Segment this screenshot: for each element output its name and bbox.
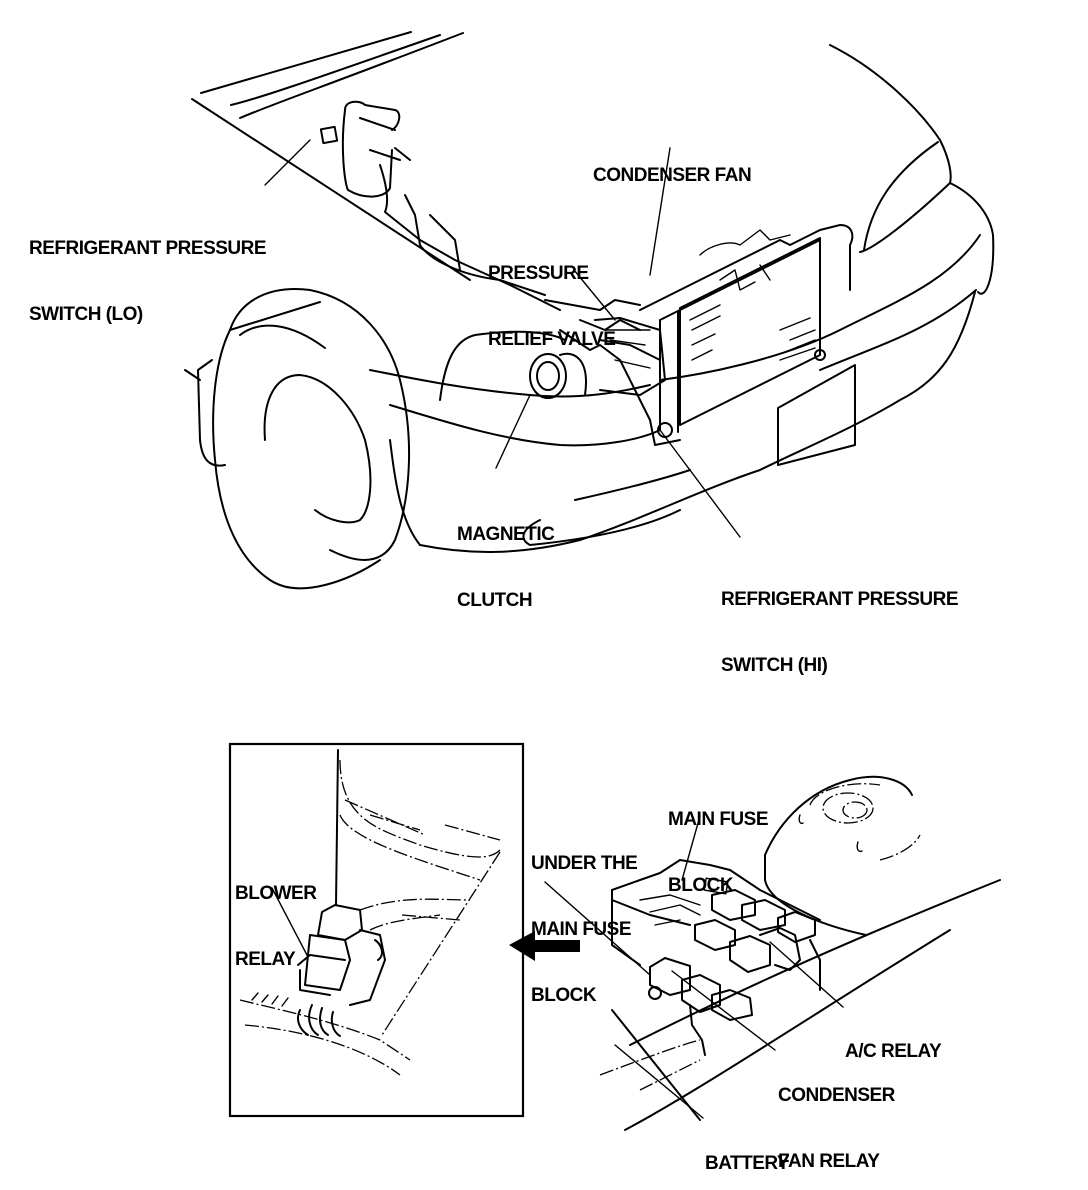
label-line: BATTERY [705,1153,790,1174]
leader-ac-relay [769,941,844,1008]
label-under-main-fuse-block: UNDER THE MAIN FUSE BLOCK [531,809,638,1029]
label-line: CONDENSER FAN [593,165,752,186]
label-line: RELAY [235,949,296,970]
leader-blower-relay [271,887,309,958]
label-line: CONDENSER [778,1085,895,1106]
top-leader-lines [264,139,741,538]
label-refrigerant-pressure-switch-hi: REFRIGERANT PRESSURE SWITCH (HI) [721,545,959,699]
wheel [184,288,411,590]
label-pressure-relief-valve: PRESSURE RELIEF VALVE [488,219,616,373]
leader-battery [614,1044,704,1119]
label-condenser-fan-relay: CONDENSER FAN RELAY [778,1041,895,1190]
label-line: MAGNETIC [457,524,555,545]
label-line: BLOCK [668,875,734,896]
label-line: MAIN FUSE [531,919,632,940]
label-condenser-fan: CONDENSER FAN [593,121,752,209]
leader-main-fuse-block [681,815,701,881]
label-magnetic-clutch: MAGNETIC CLUTCH [457,480,555,634]
label-line: PRESSURE [488,263,589,284]
label-line: FAN RELAY [778,1151,880,1172]
label-line: A/C RELAY [845,1041,942,1062]
label-line: REFRIGERANT PRESSURE [29,238,267,259]
label-line: CLUTCH [457,590,533,611]
leader-hi-switch [659,429,741,538]
label-refrigerant-pressure-switch-lo: REFRIGERANT PRESSURE SWITCH (LO) [29,194,267,348]
condenser [639,224,856,466]
label-blower-relay: BLOWER RELAY [235,839,317,993]
bottom-leader-lines [544,815,844,1119]
label-line: BLOCK [531,985,597,1006]
label-main-fuse-block: MAIN FUSE BLOCK [668,765,769,919]
label-ac-relay: A/C RELAY [845,997,942,1085]
receiver-drier-and-lines [319,100,661,421]
label-line: REFRIGERANT PRESSURE [721,589,959,610]
arrow-left-icon [509,931,580,961]
leader-magnetic-clutch [495,394,531,469]
label-line: RELIEF VALVE [488,329,616,350]
compressor [529,317,666,399]
inset-art [239,749,501,1076]
label-line: SWITCH (LO) [29,304,143,325]
inset-frame [228,742,525,1118]
engine-bay-art [599,775,1001,1131]
leader-lo-switch [264,139,311,186]
label-line: MAIN FUSE [668,809,769,830]
leader-under-fuse-block [544,881,651,976]
leader-condenser-fan [649,147,671,276]
leader-condenser-fan-relay [671,970,776,1051]
label-line: UNDER THE [531,853,638,874]
label-battery: BATTERY [705,1109,790,1190]
leader-relief-valve [573,269,616,321]
label-line: BLOWER [235,883,317,904]
label-line: SWITCH (HI) [721,655,828,676]
